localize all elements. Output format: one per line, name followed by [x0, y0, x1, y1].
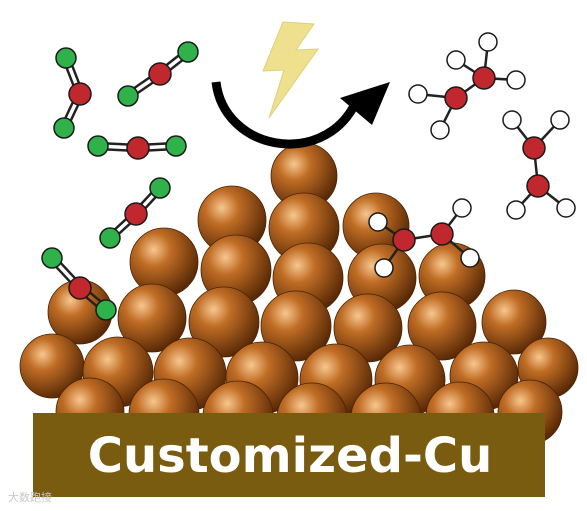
end-atom — [368, 212, 388, 232]
copper-atom — [407, 291, 477, 361]
outer-atom — [53, 117, 75, 139]
end-atom — [506, 200, 526, 220]
outer-atom — [177, 41, 199, 63]
outer-atom — [165, 135, 187, 157]
end-atom — [556, 198, 576, 218]
central-atom — [526, 174, 550, 198]
end-atom — [430, 120, 450, 140]
outer-atom — [41, 247, 63, 269]
outer-atom — [55, 47, 77, 69]
catalyst-label: Customized-Cu — [88, 428, 493, 484]
outer-atom — [117, 85, 139, 107]
copper-surface — [19, 142, 579, 454]
end-atom — [460, 248, 480, 268]
central-atom — [126, 136, 150, 160]
end-atom — [446, 50, 466, 70]
copper-atom — [260, 290, 332, 362]
central-atom — [472, 66, 496, 90]
copper-atom — [481, 289, 547, 355]
central-atom — [148, 62, 172, 86]
copper-atom — [333, 293, 403, 363]
end-atom — [506, 70, 526, 90]
end-atom — [550, 110, 570, 130]
outer-atom — [99, 227, 121, 249]
end-atom — [374, 258, 394, 278]
end-atom — [478, 32, 498, 52]
outer-atom — [87, 135, 109, 157]
central-atom — [444, 86, 468, 110]
molecules — [41, 32, 576, 321]
copper-atom — [188, 286, 260, 358]
end-atom — [502, 110, 522, 130]
substrate-base — [33, 413, 545, 497]
watermark: 大数跑接 — [8, 491, 52, 504]
central-atom — [392, 228, 416, 252]
end-atom — [452, 198, 472, 218]
outer-atom — [149, 177, 171, 199]
central-atom — [68, 82, 92, 106]
central-atom — [124, 202, 148, 226]
central-atom — [430, 222, 454, 246]
central-atom — [68, 276, 92, 300]
lightning-bolt-icon — [262, 21, 320, 119]
central-atom — [522, 136, 546, 160]
copper-atom — [117, 283, 187, 353]
arrow-head — [340, 82, 390, 125]
outer-atom — [95, 299, 117, 321]
curved-arrow-icon — [211, 81, 358, 149]
end-atom — [408, 84, 428, 104]
